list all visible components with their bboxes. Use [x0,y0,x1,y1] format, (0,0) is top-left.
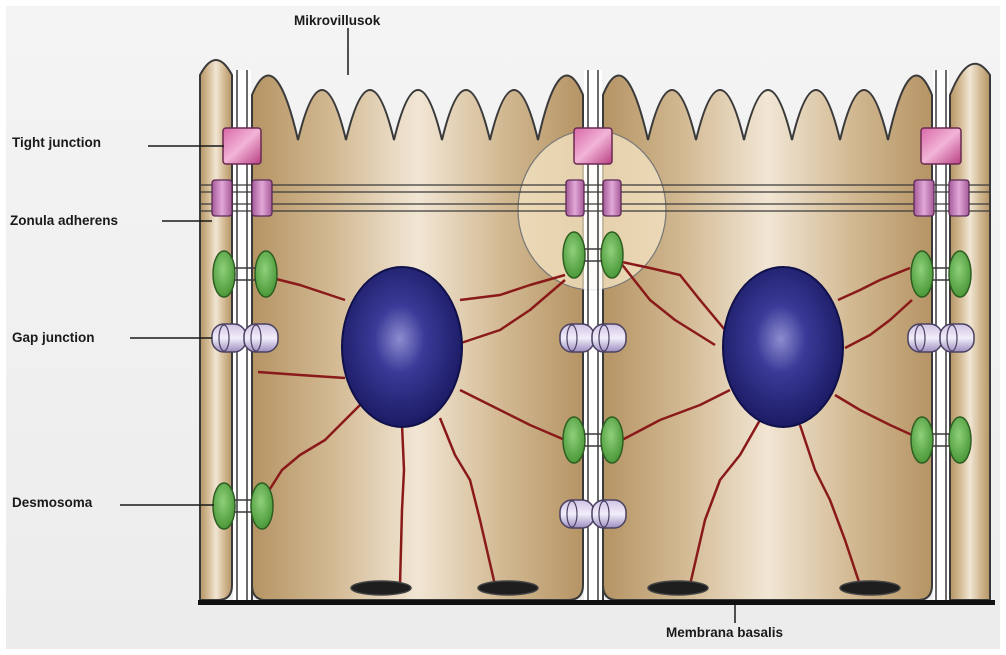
basal-membrane-line [198,600,995,605]
label-microvilli: Mikrovillusok [294,14,380,28]
label-desmosome: Desmosoma [12,496,92,510]
nucleus-right [723,267,843,427]
label-gap-junction: Gap junction [12,331,95,345]
tight-junction-3 [921,128,961,164]
label-tight-junction: Tight junction [12,136,101,150]
tight-junction-1 [223,128,261,164]
label-zonula-adherens: Zonula adherens [10,214,118,228]
tight-junction-2 [574,128,612,164]
nucleus-left [342,267,462,427]
label-basal-membrane: Membrana basalis [666,626,783,640]
